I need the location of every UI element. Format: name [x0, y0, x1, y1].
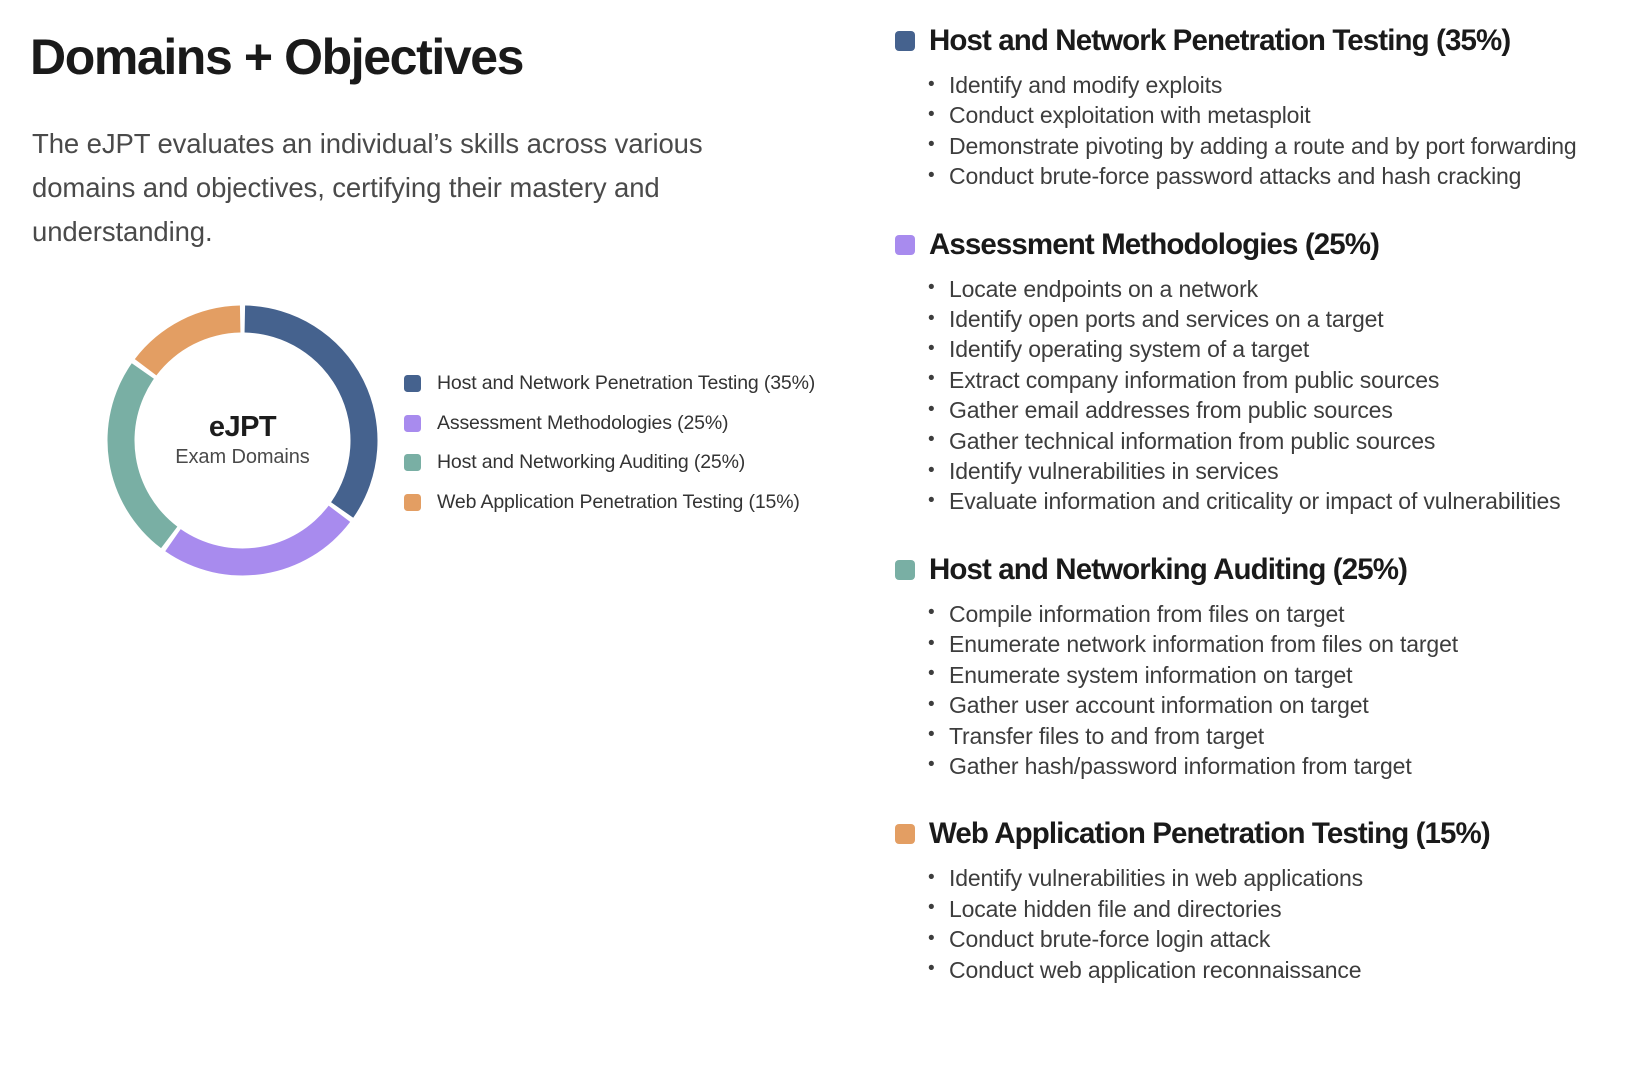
objective-item: Demonstrate pivoting by adding a route a…: [856, 130, 1644, 161]
domains-objectives-list: Host and Network Penetration Testing (35…: [856, 0, 1644, 1078]
donut-slice: [107, 363, 178, 549]
legend-color-swatch: [404, 454, 421, 472]
donut-chart-svg: [107, 305, 378, 576]
objective-item: Conduct web application reconnaissance: [856, 954, 1644, 985]
domain-heading: Host and Network Penetration Testing (35…: [856, 24, 1644, 58]
domain-heading: Web Application Penetration Testing (15%…: [856, 817, 1644, 851]
domain-color-swatch: [895, 234, 915, 255]
legend-item: Assessment Methodologies (25%): [404, 404, 824, 444]
domain-title: Host and Network Penetration Testing (35…: [929, 24, 1511, 57]
legend-item: Web Application Penetration Testing (15%…: [404, 483, 824, 523]
domain-objective-list: Identify and modify exploitsConduct expl…: [856, 69, 1644, 192]
legend-item-label: Web Application Penetration Testing (15%…: [437, 490, 800, 513]
objective-item: Transfer files to and from target: [856, 720, 1644, 751]
chart-legend: Host and Network Penetration Testing (35…: [404, 364, 824, 522]
objective-item: Identify vulnerabilities in services: [856, 456, 1644, 487]
objective-item: Extract company information from public …: [856, 364, 1644, 395]
domain-color-swatch: [895, 559, 915, 580]
domain-section: Assessment Methodologies (25%) Locate end…: [856, 228, 1644, 517]
donut-slice: [165, 505, 351, 576]
domain-section: Host and Network Penetration Testing (35…: [856, 24, 1644, 192]
domain-color-swatch: [895, 31, 915, 51]
legend-color-swatch: [404, 414, 421, 432]
objective-item: Conduct exploitation with metasploit: [856, 100, 1644, 131]
domain-objective-list: Compile information from files on target…: [856, 598, 1644, 781]
legend-item: Host and Network Penetration Testing (35…: [404, 364, 824, 404]
domain-objective-list: Identify vulnerabilities in web applicat…: [856, 863, 1644, 985]
legend-item-label: Assessment Methodologies (25%): [437, 411, 729, 434]
objective-item: Identify vulnerabilities in web applicat…: [856, 863, 1644, 894]
domain-objective-list: Locate endpoints on a networkIdentify op…: [856, 273, 1644, 517]
donut-slice: [244, 305, 378, 518]
objective-item: Identify and modify exploits: [856, 69, 1644, 100]
objective-item: Enumerate system information on target: [856, 659, 1644, 690]
domain-title: Assessment Methodologies (25%): [929, 227, 1380, 261]
objective-item: Gather technical information from public…: [856, 425, 1644, 456]
intro-paragraph: The eJPT evaluates an individual’s skill…: [32, 128, 703, 247]
legend-item-label: Host and Networking Auditing (25%): [437, 451, 746, 474]
objective-item: Gather hash/password information from ta…: [856, 750, 1644, 781]
objective-item: Gather user account information on targe…: [856, 690, 1644, 721]
exam-domains-donut-chart: eJPT Exam Domains: [100, 298, 385, 583]
legend-item-label: Host and Network Penetration Testing (35…: [437, 372, 816, 395]
page-title: Domains + Objectives: [30, 29, 524, 85]
domain-section: Web Application Penetration Testing (15%…: [856, 817, 1644, 985]
objective-item: Evaluate information and criticality or …: [856, 486, 1644, 517]
objective-item: Enumerate network information from files…: [856, 629, 1644, 660]
objective-item: Identify open ports and services on a ta…: [856, 304, 1644, 335]
domain-color-swatch: [895, 824, 915, 845]
domain-heading: Assessment Methodologies (25%): [856, 228, 1644, 262]
objective-item: Gather email addresses from public sourc…: [856, 395, 1644, 426]
legend-color-swatch: [404, 493, 421, 511]
legend-color-swatch: [404, 375, 421, 393]
objective-item: Locate hidden file and directories: [856, 893, 1644, 924]
objective-item: Conduct brute-force password attacks and…: [856, 161, 1644, 192]
domain-title: Host and Networking Auditing (25%): [929, 552, 1408, 586]
legend-item: Host and Networking Auditing (25%): [404, 443, 824, 483]
objective-item: Identify operating system of a target: [856, 334, 1644, 365]
objective-item: Locate endpoints on a network: [856, 273, 1644, 304]
objective-item: Compile information from files on target: [856, 598, 1644, 629]
domain-section: Host and Networking Auditing (25%) Compil…: [856, 553, 1644, 781]
donut-slice: [134, 305, 241, 376]
objective-item: Conduct brute-force login attack: [856, 924, 1644, 955]
left-panel: Domains + Objectives The eJPT evaluates …: [30, 29, 824, 583]
domain-heading: Host and Networking Auditing (25%): [856, 553, 1644, 587]
domain-title: Web Application Penetration Testing (15%…: [929, 817, 1491, 851]
